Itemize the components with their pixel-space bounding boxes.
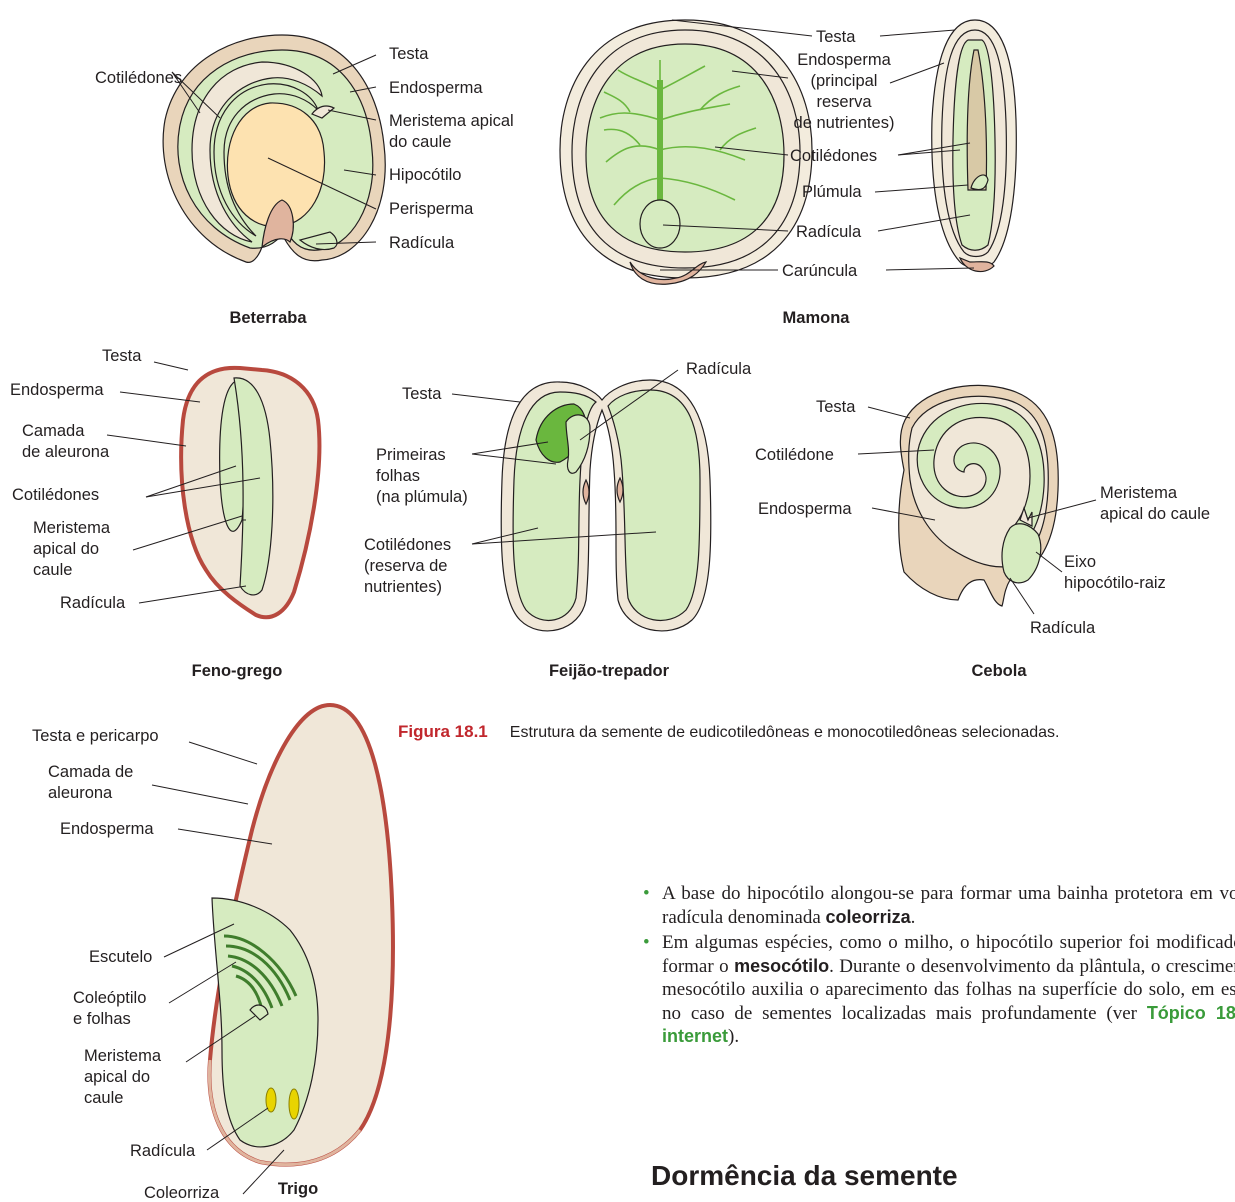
mamona-caption: Mamona (783, 309, 851, 327)
beterraba-label-cotiledones: Cotilédones (95, 69, 182, 87)
mamona-label-endosperma-3: reserva (816, 93, 872, 111)
cebola-label-radicula: Radícula (1030, 619, 1096, 637)
beterraba-label-meristema-1: Meristema apical (389, 112, 514, 130)
mamona-radicula (640, 200, 680, 248)
cebola-eixo (1002, 524, 1041, 583)
feijao-label-radicula: Radícula (686, 360, 752, 378)
mamona-label-cotiledones: Cotilédones (790, 147, 877, 165)
feijao-label-primeiras-1: Primeiras (376, 446, 446, 464)
feijao-label-cotiledones-1: Cotilédones (364, 536, 451, 554)
trigo-radicula-right (289, 1089, 299, 1119)
body-bullets: • A base do hipocótilo alongou-se para f… (640, 882, 1235, 1082)
trigo-label-coleoptilo-1: Coleóptilo (73, 989, 146, 1007)
feno-grego-label-meristema-3: caule (33, 561, 72, 579)
mamona-label-plumula: Plúmula (802, 183, 862, 201)
trigo-label-aleurona-1: Camada de (48, 763, 133, 781)
bullet-1-pre: A base do hipocótilo alongou-se para for… (662, 883, 1235, 928)
figure-number: Figura 18.1 (398, 722, 488, 741)
trigo-label-coleorriza: Coleorriza (144, 1184, 220, 1202)
mamona-label-caruncula: Carúncula (782, 262, 858, 280)
section-heading: Dormência da semente (651, 1160, 958, 1192)
beterraba-label-perisperma: Perisperma (389, 200, 474, 218)
feno-grego-label-endosperma: Endosperma (10, 381, 104, 399)
feijao-diagram (501, 380, 711, 631)
beterraba-label-hipocotilo: Hipocótilo (389, 166, 461, 184)
trigo-label-coleoptilo-2: e folhas (73, 1010, 131, 1028)
bullet-2-term: mesocótilo (734, 956, 829, 976)
bullet-1-post: . (911, 907, 916, 928)
feijao-label-primeiras-3: (na plúmula) (376, 488, 468, 506)
mamona-diagram (560, 20, 1016, 284)
beterraba-diagram (163, 35, 385, 262)
cebola-label-meristema-2: apical do caule (1100, 505, 1210, 523)
trigo-label-aleurona-2: aleurona (48, 784, 113, 802)
trigo-labels: Testa e pericarpo Camada de aleurona End… (32, 727, 220, 1202)
feno-grego-label-cotiledones: Cotilédones (12, 486, 99, 504)
cebola-label-endosperma: Endosperma (758, 500, 852, 518)
feno-grego-label-aleurona-2: de aleurona (22, 443, 110, 461)
beterraba-caption: Beterraba (229, 309, 307, 327)
mamona-label-endosperma-4: de nutrientes) (794, 114, 895, 132)
feno-grego-label-radicula: Radícula (60, 594, 126, 612)
feijao-label-primeiras-2: folhas (376, 467, 420, 485)
mamona-cotiledone (586, 44, 784, 252)
bullet-dot: • (643, 931, 650, 955)
cebola-label-eixo-1: Eixo (1064, 553, 1096, 571)
trigo-label-escutelo: Escutelo (89, 948, 152, 966)
mamona-label-endosperma-1: Endosperma (797, 51, 891, 69)
feijao-hilum-right (617, 478, 623, 502)
mamona-axis (657, 80, 663, 205)
feijao-label-cotiledones-3: nutrientes) (364, 578, 442, 596)
feijao-label-cotiledones-2: (reserva de (364, 557, 447, 575)
beterraba-label-testa: Testa (389, 45, 429, 63)
cebola-label-cotiledone: Cotilédone (755, 446, 834, 464)
bullet-dot: • (643, 882, 650, 906)
feijao-label-testa: Testa (402, 385, 442, 403)
beterraba-label-radicula: Radícula (389, 234, 455, 252)
feno-grego-caption: Feno-grego (192, 662, 283, 680)
beterraba-label-meristema-2: do caule (389, 133, 451, 151)
trigo-label-meristema-1: Meristema (84, 1047, 162, 1065)
feijao-hilum-left (583, 480, 589, 504)
trigo-label-meristema-2: apical do (84, 1068, 150, 1086)
feno-grego-label-testa: Testa (102, 347, 142, 365)
bullet-2-post: ). (728, 1026, 739, 1047)
feno-grego-label-meristema-2: apical do (33, 540, 99, 558)
bullet-1-term: coleorriza (826, 907, 911, 927)
feno-grego-label-aleurona-1: Camada (22, 422, 85, 440)
figure-caption: Figura 18.1 Estrutura da semente de eudic… (398, 722, 1235, 742)
cebola-diagram (899, 385, 1059, 606)
mamona-label-endosperma-2: (principal (811, 72, 878, 90)
cebola-caption: Cebola (971, 662, 1027, 680)
figure-caption-text: Estrutura da semente de eudicotiledôneas… (510, 724, 1060, 741)
cebola-label-eixo-2: hipocótilo-raiz (1064, 574, 1166, 592)
bullet-mesocotilo: • Em algumas espécies, como o milho, o h… (640, 931, 1235, 1049)
bullet-coleorriza: • A base do hipocótilo alongou-se para f… (640, 882, 1235, 929)
trigo-label-endosperma: Endosperma (60, 820, 154, 838)
beterraba-label-endosperma: Endosperma (389, 79, 483, 97)
feno-grego-diagram (181, 368, 319, 617)
trigo-diagram (209, 705, 393, 1165)
trigo-label-meristema-3: caule (84, 1089, 123, 1107)
trigo-label-testa: Testa e pericarpo (32, 727, 159, 745)
mamona-label-testa: Testa (816, 28, 856, 46)
mamona-label-radicula: Radícula (796, 223, 862, 241)
feijao-caption: Feijão-trepador (549, 662, 670, 680)
cebola-label-meristema-1: Meristema (1100, 484, 1178, 502)
cebola-label-testa: Testa (816, 398, 856, 416)
feno-grego-label-meristema-1: Meristema (33, 519, 111, 537)
trigo-label-radicula: Radícula (130, 1142, 196, 1160)
